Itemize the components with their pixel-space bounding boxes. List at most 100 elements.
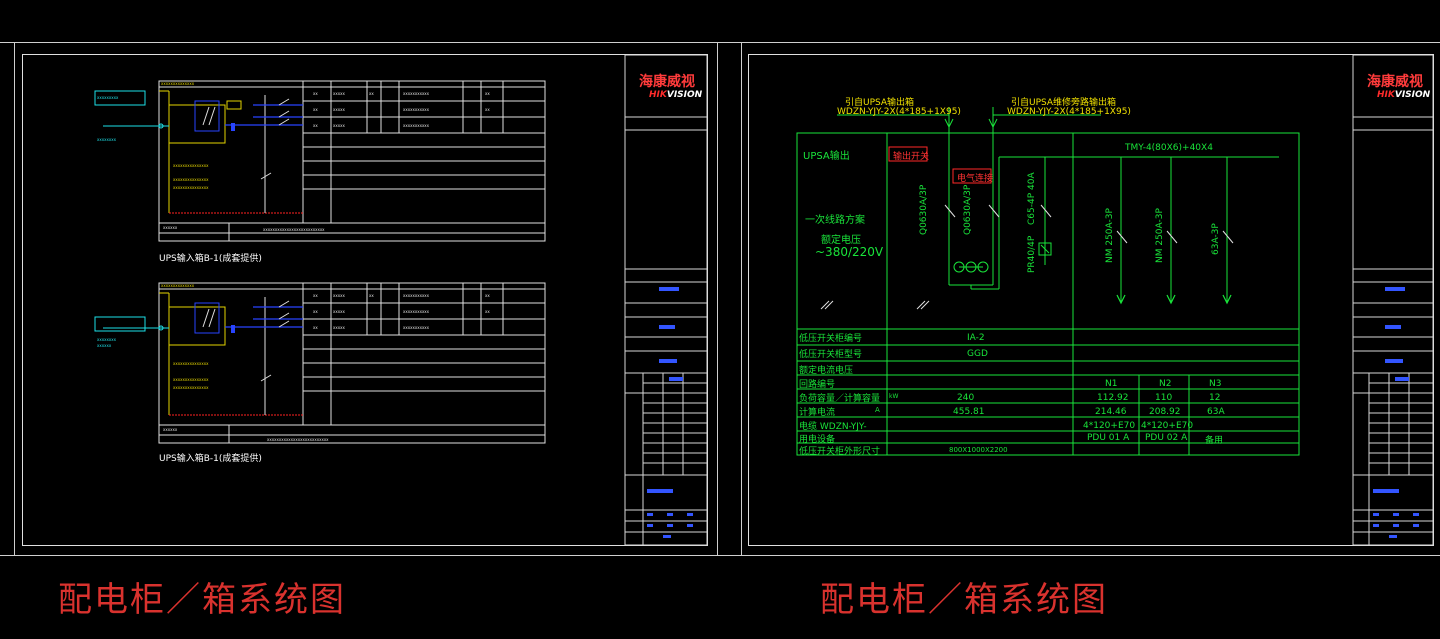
current-n2: 208.92 (1149, 407, 1181, 417)
svg-text:xxxxxxxxxxx: xxxxxxxxxxx (403, 123, 430, 128)
unit-kw: kW (889, 393, 899, 400)
svg-text:xxxxx: xxxxx (333, 325, 345, 330)
svg-text:xxxxxxxxxxxxxxx: xxxxxxxxxxxxxxx (173, 385, 209, 390)
svg-text:xxxxx: xxxxx (333, 309, 345, 314)
equip-n1: PDU 01 A (1087, 433, 1130, 443)
switch-b-label: Q0630A/3P (963, 184, 973, 235)
right-sheet-drawing (796, 55, 1434, 546)
svg-text:xxxxx: xxxxx (333, 293, 345, 298)
svg-text:xxxxx: xxxxx (333, 91, 345, 96)
rated-voltage-label: 额定电压 (821, 235, 861, 246)
row-label-4: 负荷容量／计算容量 (799, 394, 881, 404)
svg-text:xxxxxxxxxxxxxxx: xxxxxxxxxxxxxxx (173, 361, 209, 366)
svg-text:xx: xx (313, 91, 318, 96)
svg-text:xx: xx (485, 107, 490, 112)
svg-text:xx: xx (485, 91, 490, 96)
caption-right: 配电柜／箱系统图 (820, 580, 1108, 620)
output-switch-box: 输出开关 (893, 152, 930, 162)
row-label-5: 计算电流 (799, 408, 836, 418)
drawing-sheet-left[interactable]: xxxxxxxxxxxxxx xxxxxxxxxxxxxxx xxxxxxxxx… (22, 54, 708, 546)
feed-1-label: 引自UPSA输出箱 (845, 98, 915, 108)
scheme-label: 一次线路方案 (805, 215, 865, 226)
logo-left: 海康威视 HIKVISION (635, 71, 705, 111)
cable-n1: 4*120+E70 (1083, 421, 1136, 431)
feed-1-cable: WDZN-YJY-2X(4*185+1X95) (837, 107, 961, 117)
svg-text:xx: xx (485, 293, 490, 298)
row-label-8: 低压开关柜外形尺寸 (799, 447, 881, 457)
load-n1: 112.92 (1097, 393, 1129, 403)
svg-text:xxxxxxxxxxxxxx: xxxxxxxxxxxxxx (161, 81, 195, 86)
row-value-8: 800X1000X2200 (949, 446, 1008, 454)
load-total: 240 (957, 393, 975, 403)
svg-text:xxxxxx: xxxxxx (163, 225, 178, 230)
feed-2-cable: WDZN-YJY-2X(4*185+1X95) (1007, 107, 1131, 117)
breaker-2-label: NM 250A-3P (1155, 208, 1165, 263)
logo-en: HIKVISION (1377, 90, 1431, 100)
equip-n2: PDU 02 A (1145, 433, 1188, 443)
row-label-6: 电缆 WDZN-YJY- (799, 422, 867, 432)
svg-text:xx: xx (369, 293, 374, 298)
logo-right: 海康威视 HIKVISION (1363, 71, 1433, 111)
circuit-n2: N2 (1159, 379, 1172, 389)
cable-n2: 4*120+E70 (1141, 421, 1194, 431)
left-diagram-2: xxxxxxxxxxxxxx xxxxxxxxxxxxxxx xxxxxxxxx… (94, 282, 546, 444)
left-sheet-drawing: xxxxxxxxxxxxxx xxxxxxxxxxxxxxx xxxxxxxxx… (94, 55, 708, 546)
equip-n3: 备用 (1205, 436, 1224, 446)
diagram-2-caption: UPS输入箱B-1(成套提供) (159, 454, 262, 464)
svg-text:xx: xx (313, 107, 318, 112)
switch-a-label: Q0630A/3P (919, 184, 929, 235)
svg-text:xxxxx: xxxxx (333, 123, 345, 128)
center-divider (717, 42, 718, 555)
svg-text:xxxxx: xxxxx (333, 107, 345, 112)
svg-text:xxxxxxxxxxx: xxxxxxxxxxx (403, 293, 430, 298)
current-total: 455.81 (953, 407, 985, 417)
unit-a: A (875, 406, 880, 414)
row-value-1: GGD (967, 349, 988, 359)
feed-2-label: 引自UPSA维修旁路输出箱 (1011, 98, 1117, 108)
svg-text:xxxxxxxxx: xxxxxxxxx (97, 95, 119, 100)
top-divider (0, 42, 1440, 43)
svg-text:xx: xx (313, 325, 318, 330)
svg-text:xxxxxxxxxxxxxxx: xxxxxxxxxxxxxxx (173, 177, 209, 182)
svg-text:xx: xx (369, 91, 374, 96)
svg-text:xxxxxxxxxxxxxxxxxxxxxxxxxx: xxxxxxxxxxxxxxxxxxxxxxxxxx (263, 227, 325, 232)
svg-text:xxxxxxxxxxxxxx: xxxxxxxxxxxxxx (161, 283, 195, 288)
drawing-sheet-right[interactable]: 海康威视 HIKVISION 引自UPSA输出箱 WDZN-YJY-2X(4*1… (748, 54, 1434, 546)
row-value-0: IA-2 (967, 333, 985, 343)
left-border (14, 42, 15, 555)
svg-text:xxxxxxxxxxxxxxx: xxxxxxxxxxxxxxx (173, 377, 209, 382)
row-label-7: 用电设备 (799, 435, 836, 445)
circuit-n3: N3 (1209, 379, 1222, 389)
svg-text:xxxxxxxxxxx: xxxxxxxxxxx (403, 107, 430, 112)
current-n3: 63A (1207, 407, 1225, 417)
logo-cn: 海康威视 (639, 74, 695, 90)
bottom-divider (0, 555, 1440, 556)
svg-text:xxxxxxxxxxxxxxx: xxxxxxxxxxxxxxx (173, 185, 209, 190)
breaker-1-label: NM 250A-3P (1105, 208, 1115, 263)
current-n1: 214.46 (1095, 407, 1127, 417)
load-n3: 12 (1209, 393, 1221, 403)
svg-text:xx: xx (313, 123, 318, 128)
svg-text:xxxxxxxxxxx: xxxxxxxxxxx (403, 309, 430, 314)
svg-text:xx: xx (313, 309, 318, 314)
svg-text:xxxxxxxx: xxxxxxxx (97, 137, 117, 142)
load-n2: 110 (1155, 393, 1173, 403)
svg-text:xxxxxxxxxxx: xxxxxxxxxxx (403, 325, 430, 330)
section-title: UPSA输出 (803, 151, 850, 162)
diagram-1-caption: UPS输入箱B-1(成套提供) (159, 254, 262, 264)
voltage-value: ~380/220V (815, 245, 884, 259)
svg-text:xxxxxxxxxxx: xxxxxxxxxxx (403, 91, 430, 96)
breaker-3-label: 63A-3P (1211, 223, 1221, 255)
svg-text:xxxxxxxxxxxxxxx: xxxxxxxxxxxxxxx (173, 163, 209, 168)
svg-text:xx: xx (485, 309, 490, 314)
spd2-label: PR40/4P (1027, 235, 1037, 273)
row-label-0: 低压开关柜编号 (799, 334, 863, 344)
left-diagram-1: xxxxxxxxxxxxxx xxxxxxxxxxxxxxx xxxxxxxxx… (94, 80, 546, 242)
circuit-n1: N1 (1105, 379, 1118, 389)
svg-text:xxxxxxxxxxxxxxxxxxxxxxxxxx: xxxxxxxxxxxxxxxxxxxxxxxxxx (267, 437, 329, 442)
row-label-1: 低压开关柜型号 (799, 350, 863, 360)
svg-text:xx: xx (313, 293, 318, 298)
row-label-2: 额定电流电压 (799, 366, 854, 376)
svg-text:xxxxxxxx: xxxxxxxx (97, 337, 117, 342)
svg-text:xxxxxx: xxxxxx (97, 343, 112, 348)
